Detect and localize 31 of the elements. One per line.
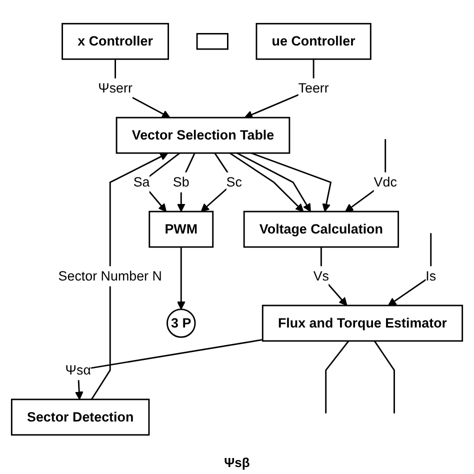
arrow	[90, 152, 168, 400]
edge-label: Is	[426, 268, 436, 284]
arrow	[229, 152, 304, 212]
node-box: Sector Detection	[10, 398, 150, 436]
node-box: Vector Selection Table	[116, 117, 290, 154]
arrow	[388, 233, 432, 306]
arrow	[74, 339, 263, 400]
edge-label: Teerr	[298, 80, 329, 96]
connector	[374, 340, 395, 414]
edge-label: Ψserr	[98, 80, 132, 96]
edge-label: Vs	[313, 268, 330, 284]
edge-label: Sc	[226, 174, 242, 190]
node-box: Flux and Torque Estimator	[262, 304, 464, 342]
signal-label: Ψsβ	[224, 455, 250, 470]
edge-label: Sb	[172, 174, 190, 190]
node-box	[196, 33, 228, 50]
arrow	[176, 153, 196, 212]
arrow	[250, 152, 332, 212]
edge-label: Vdc	[374, 174, 397, 190]
edge-label: Ψsα	[65, 362, 91, 378]
node-box: x Controller	[62, 23, 169, 60]
edge-label: Sa	[133, 174, 150, 190]
edge-label: Sector Number N	[58, 268, 162, 284]
connector	[325, 340, 350, 414]
node-box: ue Controller	[256, 23, 372, 60]
node-circle: 3 P	[166, 308, 196, 338]
node-box: Voltage Calculation	[243, 211, 400, 248]
arrow	[236, 152, 311, 212]
node-box: PWM	[148, 211, 214, 248]
arrow	[176, 247, 186, 310]
arrow	[345, 139, 386, 212]
